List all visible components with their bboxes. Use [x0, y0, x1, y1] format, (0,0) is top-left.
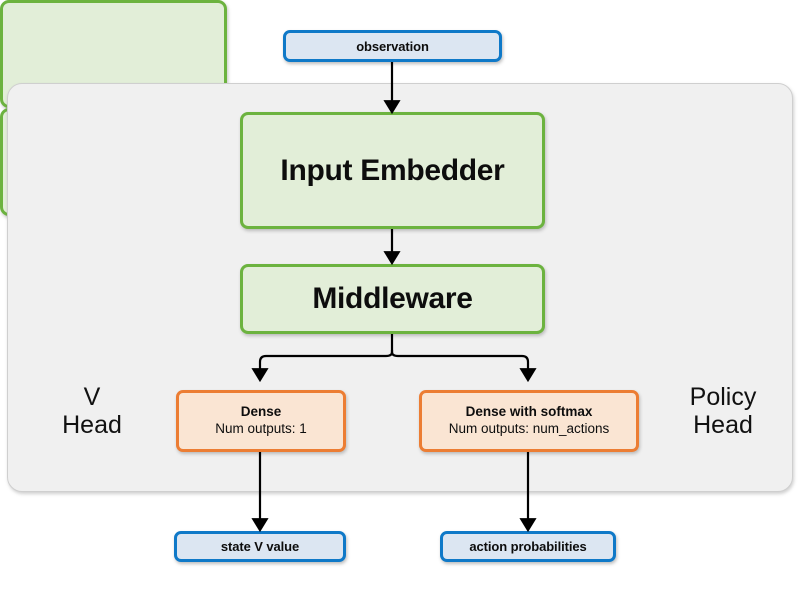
input-embedder-label: Input Embedder — [280, 153, 505, 187]
v-head-dense-subtitle: Num outputs: 1 — [215, 421, 307, 436]
policy-head-caption: Policy Head — [689, 383, 757, 439]
state-value-output-label: state V value — [220, 539, 300, 554]
state-value-output-node[interactable]: state V value — [174, 531, 346, 562]
policy-head-dense-node[interactable]: Dense with softmax Num outputs: num_acti… — [419, 390, 639, 452]
observation-node[interactable]: observation — [283, 30, 502, 62]
v-head-dense-node[interactable]: Dense Num outputs: 1 — [176, 390, 346, 452]
action-probabilities-output-label: action probabilities — [469, 539, 587, 554]
policy-head-dense-subtitle: Num outputs: num_actions — [448, 421, 610, 436]
observation-label: observation — [356, 38, 429, 54]
middleware-label: Middleware — [312, 282, 473, 315]
policy-head-dense-title: Dense with softmax — [465, 404, 593, 420]
action-probabilities-output-node[interactable]: action probabilities — [440, 531, 616, 562]
v-head-dense-title: Dense — [240, 404, 282, 420]
input-embedder-node[interactable]: Input Embedder — [240, 112, 545, 229]
v-head-caption: V Head — [62, 383, 122, 439]
middleware-node[interactable]: Middleware — [240, 264, 545, 334]
